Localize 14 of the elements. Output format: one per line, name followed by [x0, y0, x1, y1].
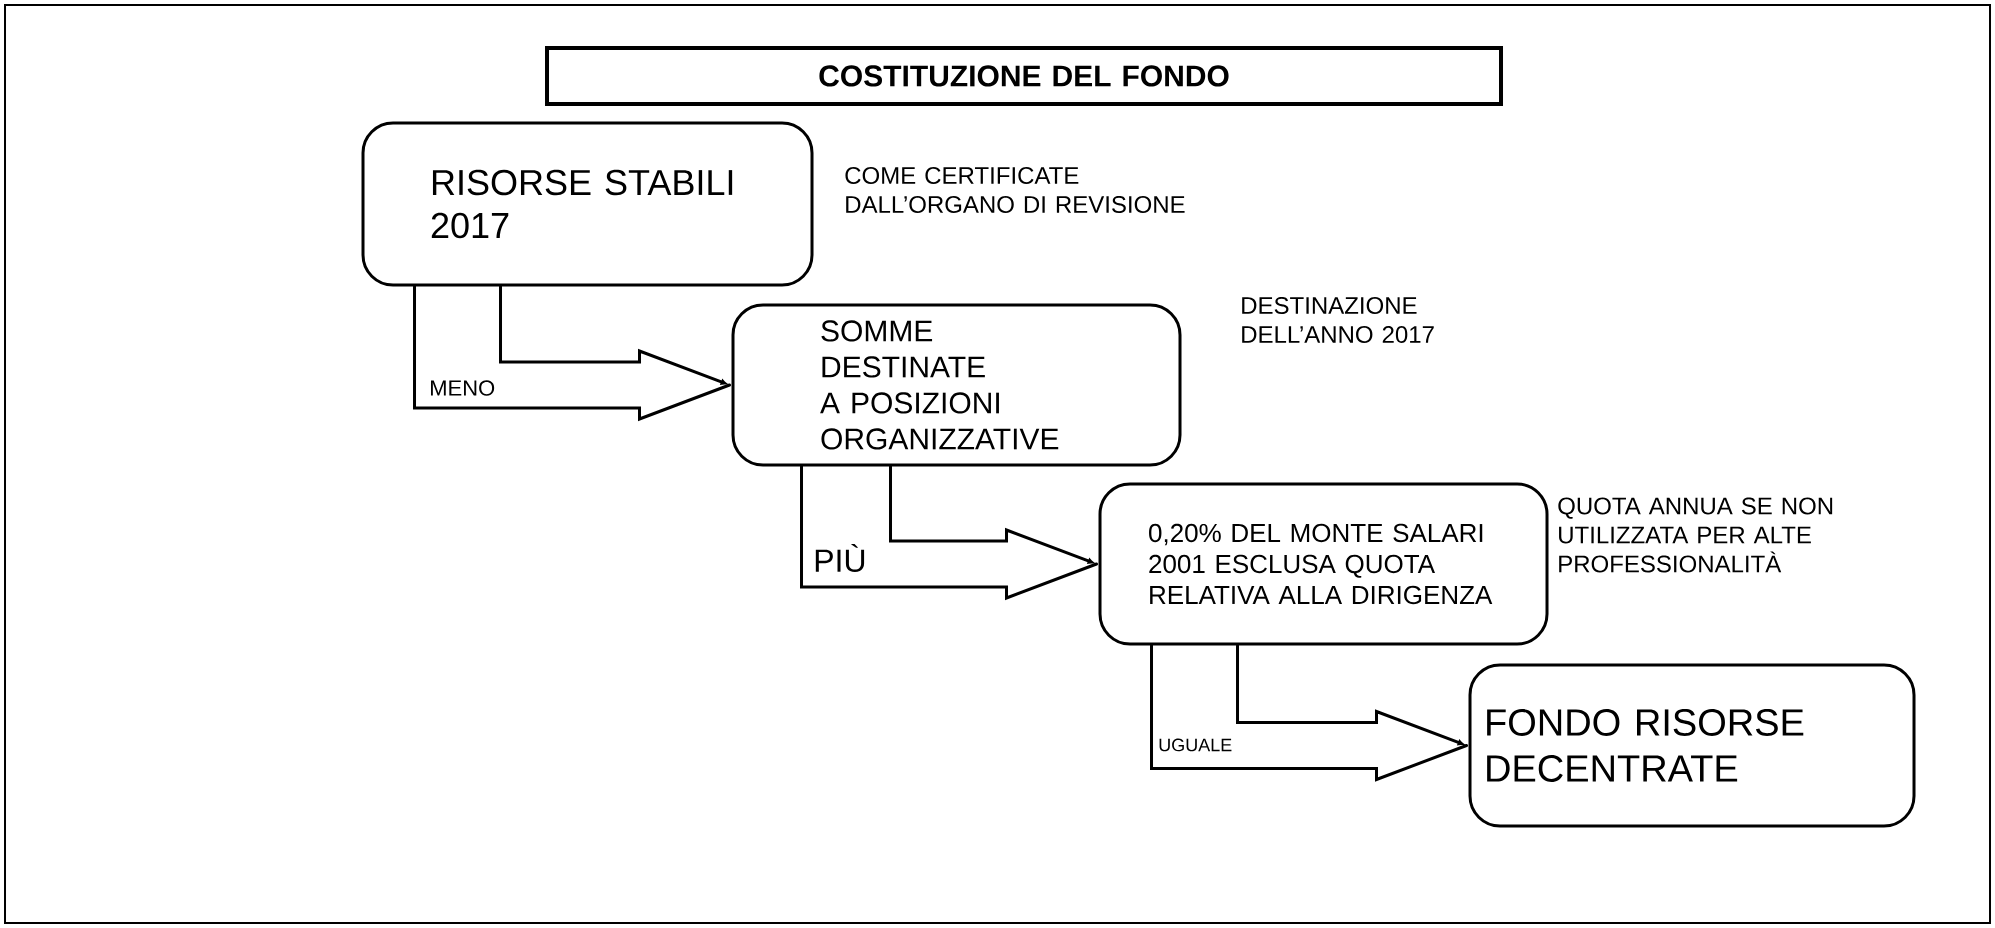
process-box: SOMME DESTINATE A POSIZIONI ORGANIZZATIVE [731, 303, 1182, 467]
title-box: COSTITUZIONE DEL FONDO [545, 46, 1503, 106]
block-arrow [800, 465, 1098, 601]
side-note: COME CERTIFICATE DALL’ORGANO DI REVISIONE [845, 167, 1185, 213]
side-note: DESTINAZIONE DELL’ANNO 2017 [1242, 297, 1434, 343]
edge-label: PIÙ [812, 542, 868, 574]
block-arrow [413, 285, 731, 422]
edge-label: UGUALE [1157, 737, 1234, 753]
block-arrow [1150, 644, 1468, 782]
edge-label: MENO [428, 379, 497, 397]
process-box: FONDO RISORSE DECENTRATE [1468, 663, 1916, 828]
process-box: RISORSE STABILI 2017 [361, 121, 814, 287]
side-note: QUOTA ANNUA SE NON UTILIZZATA PER ALTE PROFESSIONALITÀ [1558, 497, 1833, 573]
process-box: 0,20% DEL MONTE SALARI 2001 ESCLUSA QUOTA RELATIVA ALLA DIRIGENZA [1098, 482, 1549, 646]
